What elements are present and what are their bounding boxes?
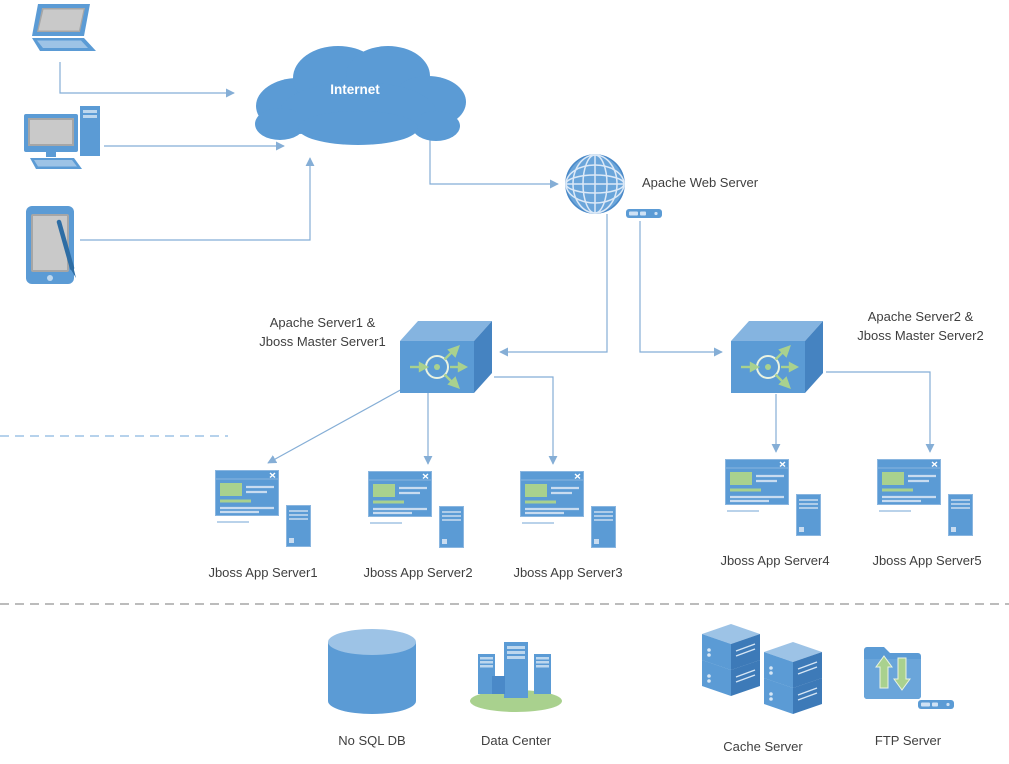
load-balancer-1-label-line1: Apache Server1 & <box>269 315 376 330</box>
cache-server-icon <box>701 623 823 715</box>
edge-internet-webserver <box>429 140 559 189</box>
data-center-icon <box>470 642 562 712</box>
jboss-app-server-3-label: Jboss App Server3 <box>513 565 623 580</box>
edge-webserver-lb2 <box>639 221 723 357</box>
load-balancer-2-label-line2: Jboss Master Server2 <box>857 328 984 343</box>
jboss-app-server-2-label: Jboss App Server2 <box>363 565 473 580</box>
jboss-app-server-3-icon <box>520 471 618 550</box>
jboss-app-server-1-label: Jboss App Server1 <box>208 565 318 580</box>
apache-web-server-icon <box>563 152 627 216</box>
jboss-app-server-2-icon <box>368 471 466 550</box>
edge-lb2-app5 <box>826 371 935 453</box>
desktop-client-icon <box>24 106 100 169</box>
jboss-app-server-5-icon <box>877 459 975 538</box>
nosql-db-icon <box>328 629 416 714</box>
jboss-app-server-1-icon <box>215 470 313 549</box>
ftp-server-label: FTP Server <box>874 733 942 748</box>
jboss-app-server-4-label: Jboss App Server4 <box>720 553 830 568</box>
ftp-router-icon <box>918 700 954 709</box>
load-balancer-2-icon <box>729 319 825 394</box>
tablet-client-icon <box>26 206 76 284</box>
ftp-server-icon <box>864 647 921 699</box>
laptop-client-icon <box>32 4 96 51</box>
load-balancer-1-icon <box>398 319 494 394</box>
edge-webserver-lb1 <box>499 214 608 357</box>
edge-lb1-app1 <box>267 387 405 464</box>
edge-laptop-internet <box>59 62 235 98</box>
cache-server-label: Cache Server <box>723 739 803 754</box>
internet-cloud-icon <box>255 46 466 145</box>
load-balancer-2-label-line1: Apache Server2 & <box>867 309 974 324</box>
web-server-router-icon <box>626 209 662 218</box>
load-balancer-2-label: Apache Server2 & Jboss Master Server2 <box>838 307 1003 345</box>
nosql-db-label: No SQL DB <box>338 733 406 748</box>
internet-label: Internet <box>330 82 380 97</box>
apache-web-server-label: Apache Web Server <box>642 175 759 190</box>
load-balancer-1-label: Apache Server1 & Jboss Master Server1 <box>240 313 405 351</box>
edge-lb1-app3 <box>494 376 558 465</box>
edge-tablet-internet <box>80 157 315 241</box>
load-balancer-1-label-line2: Jboss Master Server1 <box>259 334 386 349</box>
data-center-label: Data Center <box>480 733 552 748</box>
jboss-app-server-4-icon <box>725 459 823 538</box>
jboss-app-server-5-label: Jboss App Server5 <box>872 553 982 568</box>
